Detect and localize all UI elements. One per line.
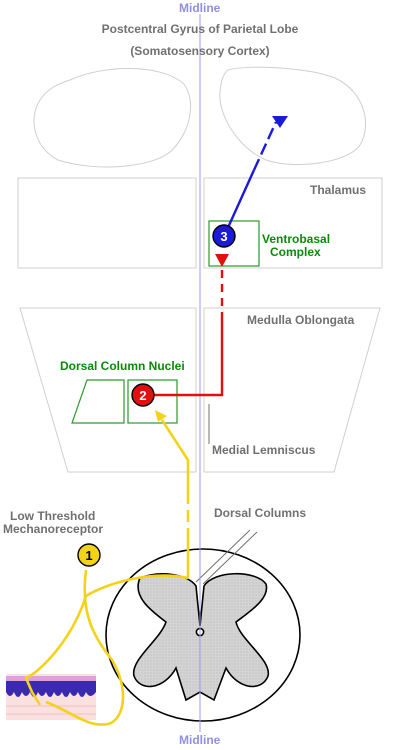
thalamus-right — [203, 177, 383, 269]
marker-1: 1 — [77, 543, 101, 567]
thalamus-left — [17, 177, 197, 269]
cortex-label-line1: Postcentral Gyrus of Parietal Lobe — [101, 22, 299, 36]
marker-2: 2 — [131, 383, 155, 407]
dorsal-columns-pointer — [195, 529, 251, 583]
dorsal-columns-label: Dorsal Columns — [214, 506, 307, 520]
medulla-right — [203, 307, 381, 473]
ventrobasal-label-line1: Ventrobasal — [262, 232, 331, 246]
first-order-arrowhead — [155, 410, 167, 422]
dorsal-columns-pointer-2 — [202, 531, 258, 585]
midline-label-top: Midline — [179, 1, 221, 15]
midline-label-bottom: Midline — [179, 733, 221, 747]
cortex-left-hemisphere — [33, 68, 192, 168]
thalamus-label: Thalamus — [310, 183, 367, 197]
dorsal-column-nucleus-medial — [127, 379, 178, 424]
mechanoreceptor-label-line2: Mechanoreceptor — [3, 522, 104, 536]
first-order-neuron — [24, 419, 190, 726]
cortex-label-line2: (Somatosensory Cortex) — [130, 44, 270, 58]
ventrobasal-complex — [208, 220, 260, 267]
medulla-label: Medulla Oblongata — [247, 313, 355, 327]
spinal-cord-grey-matter — [133, 573, 269, 702]
second-order-arrowhead — [215, 254, 229, 267]
medulla-left — [19, 307, 197, 473]
dorsal-column-nuclei-label: Dorsal Column Nuclei — [60, 359, 185, 373]
marker-3: 3 — [212, 224, 236, 248]
marker-3-label: 3 — [220, 229, 227, 244]
dorsal-column-nucleus-lateral — [71, 379, 125, 424]
cortex-right-hemisphere — [219, 66, 367, 166]
third-order-neuron — [224, 121, 278, 233]
marker-1-label: 1 — [85, 548, 92, 563]
second-order-neuron — [150, 270, 224, 397]
skin-patch — [6, 674, 96, 720]
mechanoreceptor-label-line1: Low Threshold — [10, 509, 96, 523]
third-order-arrowhead — [272, 116, 288, 128]
ventrobasal-label-line2: Complex — [270, 245, 321, 259]
medial-lemniscus-label: Medial Lemniscus — [212, 443, 316, 457]
marker-2-label: 2 — [139, 388, 146, 403]
